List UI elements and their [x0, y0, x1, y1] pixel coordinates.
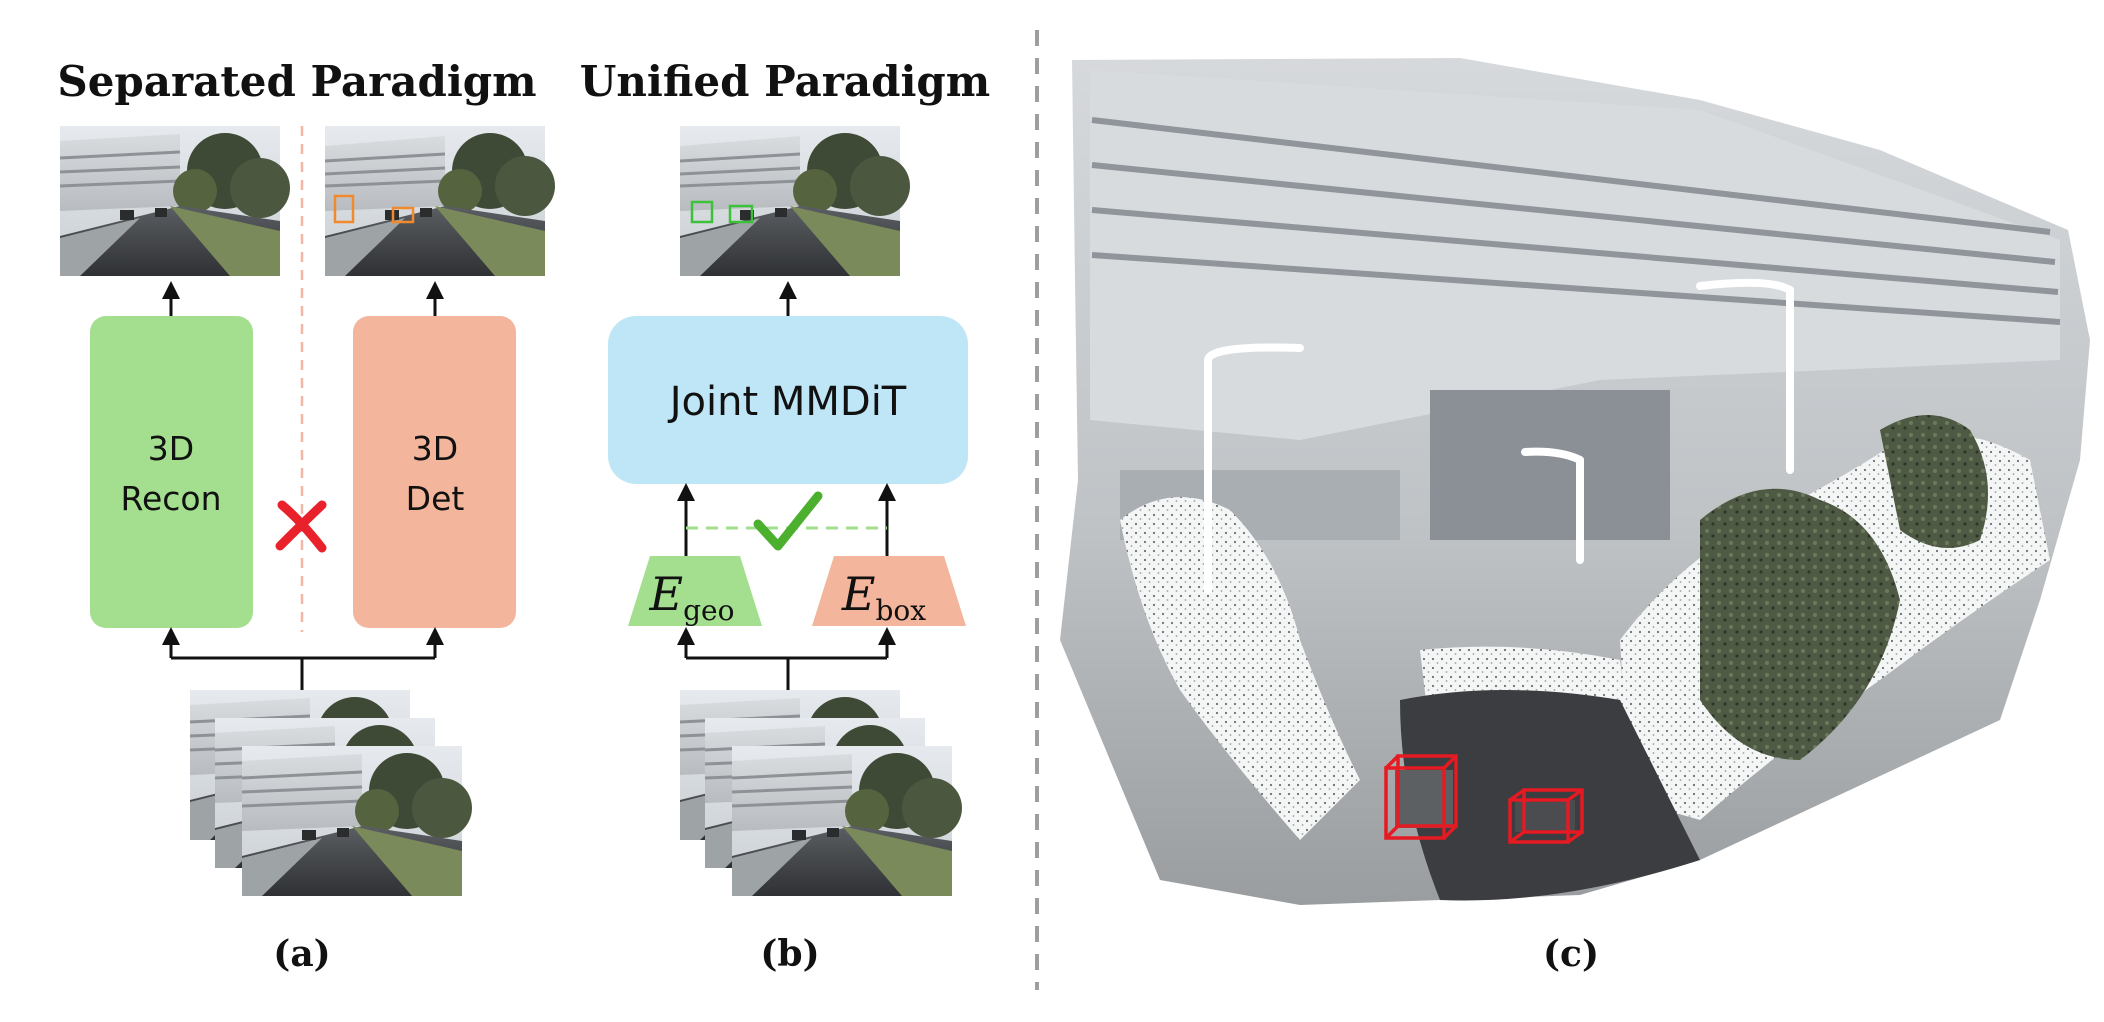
- building-facade: [1090, 70, 2060, 440]
- recon-output-image: [58, 124, 292, 278]
- input-image-stack: [188, 688, 474, 898]
- panel-b-title: Unified Paradigm: [580, 57, 991, 106]
- point-cloud-reconstruction: [1060, 58, 2090, 905]
- street-lamps: [1204, 278, 1794, 594]
- input-image-stack: [678, 688, 964, 898]
- building-window-bands: [1091, 117, 2061, 325]
- panel-c-caption: (c): [1543, 933, 1599, 975]
- tree-foliage: [1880, 415, 1988, 548]
- recon-box-line1: 3D: [148, 429, 194, 468]
- geo-encoder-label: Egeo: [649, 567, 735, 627]
- det-bbox: [333, 194, 355, 224]
- panel-a-title: Separated Paradigm: [57, 57, 536, 106]
- road-surface: [1400, 690, 1700, 901]
- panel-b: Unified Paradigm Joint MMDiT Egeo Ebox: [580, 57, 991, 975]
- building-entrance: [1430, 390, 1670, 540]
- joint-mmdit-box: [608, 316, 968, 484]
- box-encoder-label: Ebox: [841, 567, 926, 627]
- recon-box: [90, 316, 253, 628]
- recon-box-line2: Recon: [121, 479, 222, 518]
- joint-mmdit-label: Joint MMDiT: [667, 379, 907, 425]
- box-encoder: [812, 556, 966, 626]
- unified-bbox: [690, 200, 714, 224]
- panel-a-caption: (a): [273, 933, 330, 975]
- unified-output-image: [678, 124, 912, 278]
- det-output-image: [323, 124, 557, 278]
- det-box: [353, 316, 516, 628]
- detection-3d-bbox: [1384, 754, 1458, 840]
- det-box-line2: Det: [406, 479, 465, 518]
- cross-mark-icon: [275, 500, 327, 553]
- point-cloud-left: [1120, 497, 1360, 840]
- unified-bbox: [728, 204, 754, 224]
- panel-b-caption: (b): [760, 933, 819, 975]
- tree-foliage: [1700, 488, 1900, 760]
- check-mark-icon: [753, 491, 823, 551]
- geo-encoder: [628, 556, 762, 626]
- detection-3d-bbox: [1508, 788, 1584, 844]
- det-box-line1: 3D: [412, 429, 458, 468]
- panel-c: (c): [1060, 58, 2090, 975]
- panel-a: Separated Paradigm 3D Recon 3D Det: [57, 57, 557, 975]
- det-bbox: [391, 206, 415, 224]
